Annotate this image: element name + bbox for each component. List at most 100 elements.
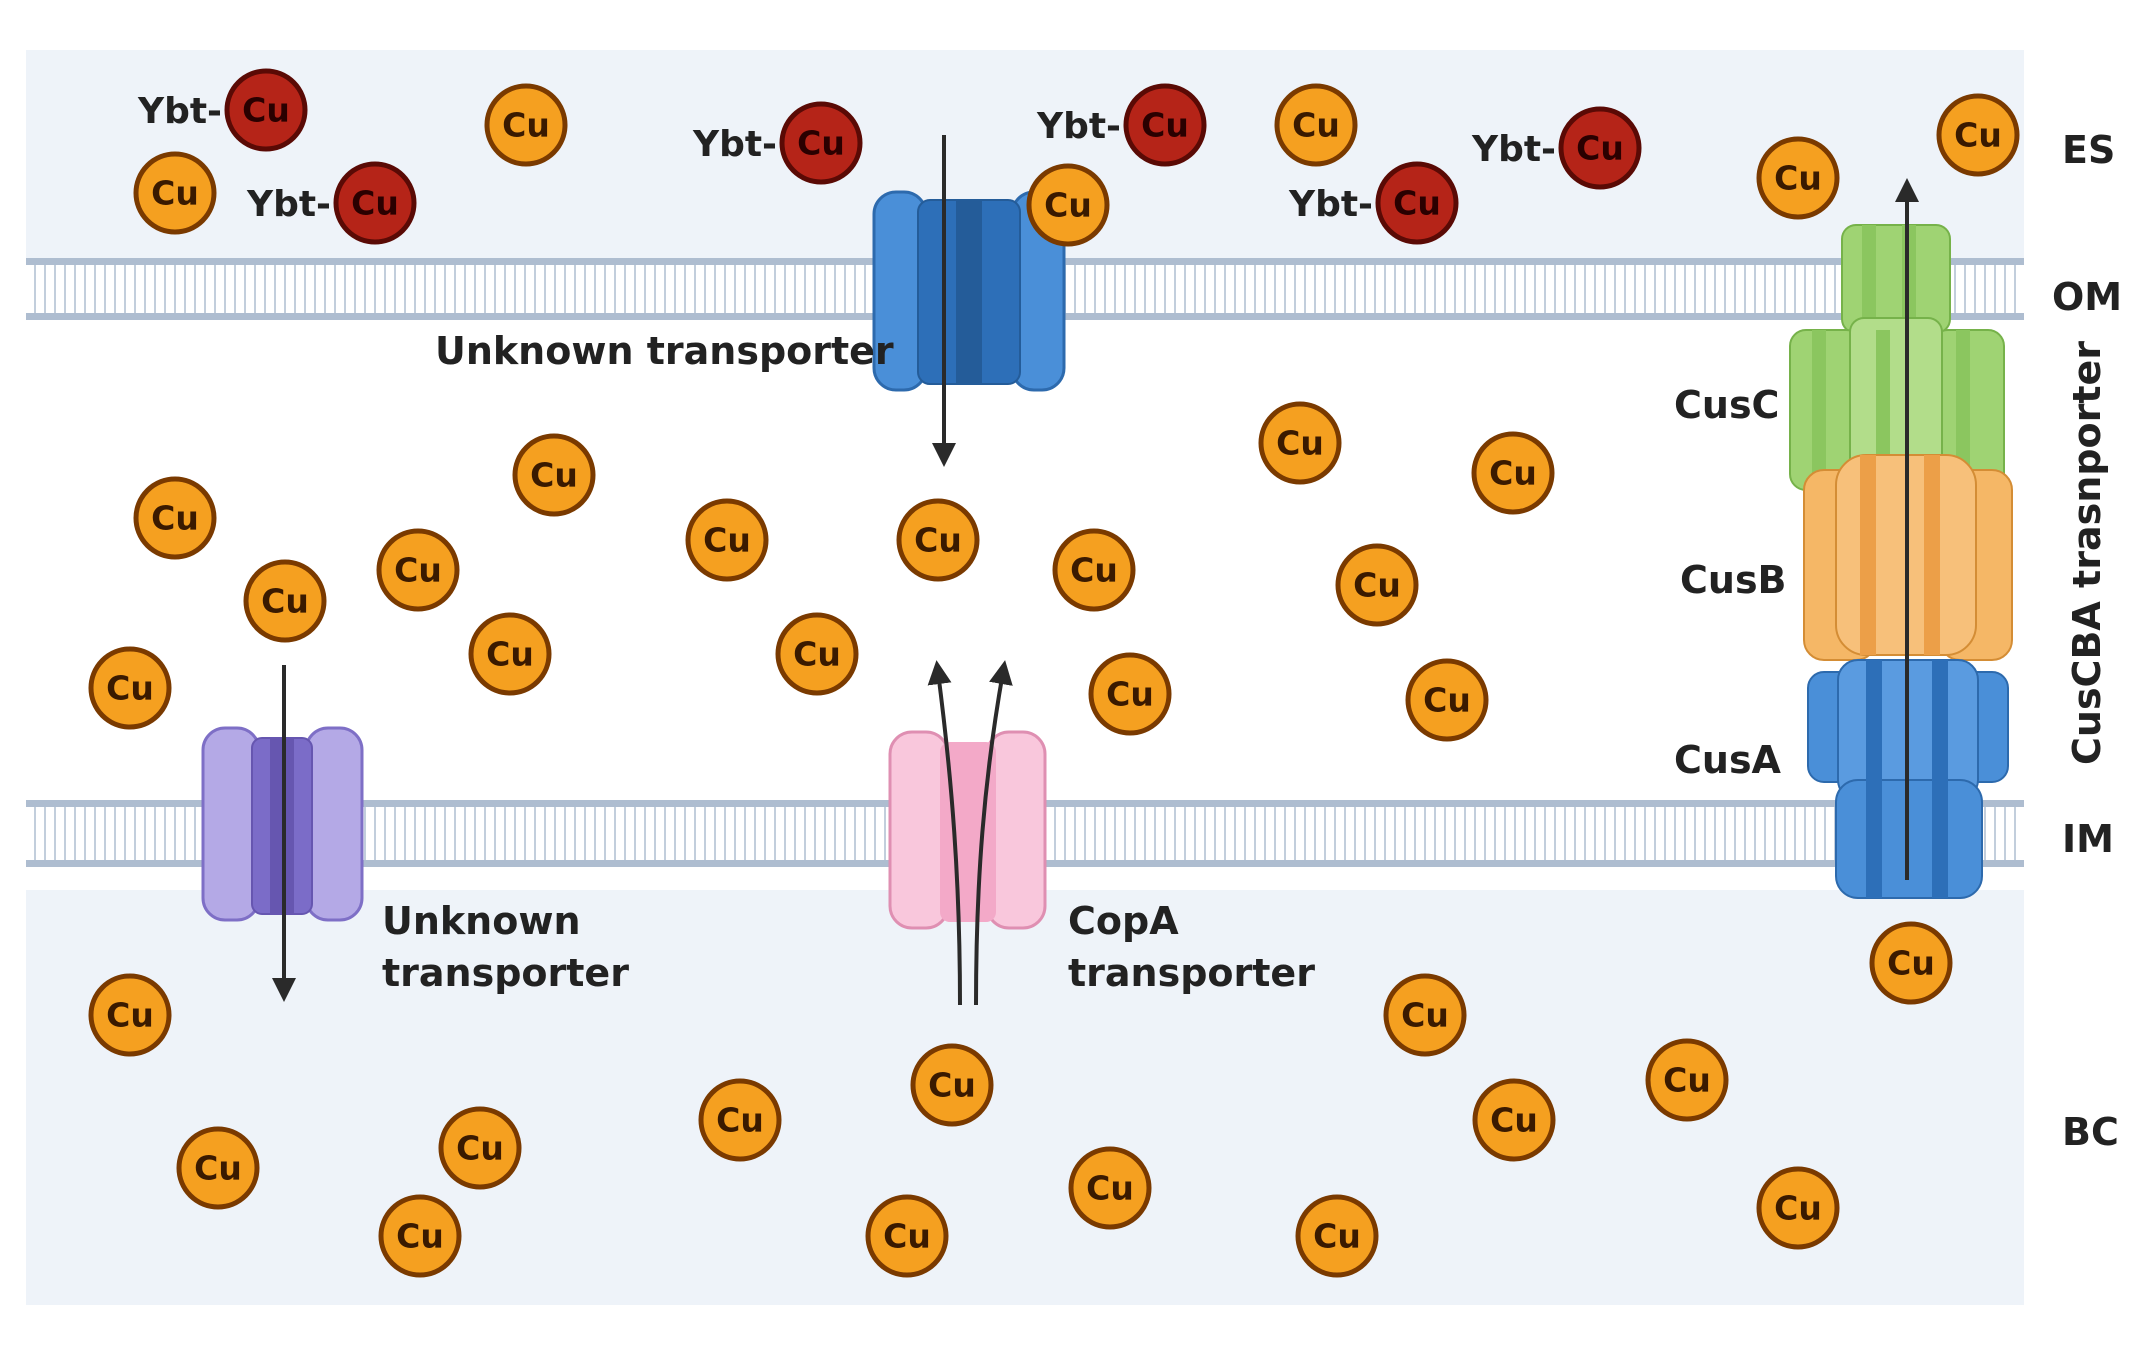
cu-ion-icon (685, 498, 769, 582)
cu-ion-label: Cu (530, 456, 578, 495)
cu-ion-icon (243, 559, 327, 643)
cu-ion-icon (1335, 543, 1419, 627)
cu-ion-icon (376, 528, 460, 612)
ybt-ligand-label: Ybt- (1471, 129, 1556, 170)
cu-ion-icon (1936, 93, 2020, 177)
cu-ion-icon (133, 151, 217, 235)
cu-ion-label: Cu (1490, 1101, 1538, 1140)
cu-ion-icon (1068, 1146, 1152, 1230)
label-unknown-transporter-bottom-1: Unknown (382, 899, 581, 943)
cu-ion-label: Cu (151, 174, 199, 213)
cu-ion-label: Cu (1141, 106, 1189, 145)
cu-ion-icon (484, 83, 568, 167)
cu-ion-icon (1645, 1038, 1729, 1122)
cu-ion-icon (438, 1106, 522, 1190)
cu-ion-label: Cu (703, 521, 751, 560)
cu-ion-label: Cu (486, 635, 534, 674)
cu-ion-label: Cu (242, 91, 290, 130)
cu-ion-label: Cu (1106, 675, 1154, 714)
label-copa-2: transporter (1068, 951, 1315, 995)
cu-ion-label: Cu (1663, 1061, 1711, 1100)
label-cusb: CusB (1680, 558, 1787, 602)
ybt-ligand-label: Ybt- (246, 184, 331, 225)
cu-ion-label: Cu (106, 669, 154, 708)
label-cuscba-vertical: CusCBA trasnporter (2065, 341, 2109, 765)
cu-ion-icon (896, 498, 980, 582)
cu-ion-label: Cu (1292, 106, 1340, 145)
cu-ion-label: Cu (797, 124, 845, 163)
cu-ion-label: Cu (1070, 551, 1118, 590)
cu-ion-label: Cu (351, 184, 399, 223)
ybt-ligand-label: Ybt- (1288, 184, 1373, 225)
cu-ion-icon (1471, 431, 1555, 515)
unknown-transporter-inner (201, 665, 364, 1002)
cu-ion-icon (775, 612, 859, 696)
cu-ion-label: Cu (1576, 129, 1624, 168)
cu-ion-label: Cu (1774, 159, 1822, 198)
ybt-ligand-label: Ybt- (692, 124, 777, 165)
cu-ion-label: Cu (1774, 1189, 1822, 1228)
cu-ion-label: Cu (716, 1101, 764, 1140)
region-label-om: OM (2052, 275, 2122, 319)
cu-ion-label: Cu (1401, 996, 1449, 1035)
cu-ion-icon (224, 68, 308, 152)
cu-ion-label: Cu (1887, 944, 1935, 983)
region-label-im: IM (2062, 817, 2114, 861)
cu-ion-label: Cu (106, 996, 154, 1035)
cu-ion-label: Cu (1044, 186, 1092, 225)
cu-ion-icon (1123, 83, 1207, 167)
label-unknown-transporter-top: Unknown transporter (435, 329, 894, 373)
cu-ion-label: Cu (883, 1217, 931, 1256)
cu-ion-icon (779, 101, 863, 185)
cu-ion-icon (512, 433, 596, 517)
cu-ion-label: Cu (502, 106, 550, 145)
cu-ion-label: Cu (456, 1129, 504, 1168)
periplasm-band (26, 340, 2024, 805)
cu-ion-icon (1383, 973, 1467, 1057)
cu-ion-icon (698, 1078, 782, 1162)
cu-ion-icon (1472, 1078, 1556, 1162)
cu-ion-label: Cu (396, 1217, 444, 1256)
ybt-ligand-label: Ybt- (1036, 106, 1121, 147)
cu-ion-icon (1869, 921, 1953, 1005)
cu-ion-icon (1274, 83, 1358, 167)
label-copa-1: CopA (1068, 899, 1179, 943)
cu-ion-label: Cu (1489, 454, 1537, 493)
cu-ion-icon (910, 1043, 994, 1127)
cu-ion-icon (1558, 106, 1642, 190)
ybt-ligand-label: Ybt- (137, 91, 222, 132)
cu-ion-label: Cu (1393, 184, 1441, 223)
cu-ion-icon (176, 1126, 260, 1210)
cu-ion-label: Cu (1954, 116, 2002, 155)
cu-ion-label: Cu (394, 551, 442, 590)
cu-ion-label: Cu (151, 499, 199, 538)
cu-ion-label: Cu (928, 1066, 976, 1105)
label-cusa: CusA (1674, 738, 1782, 782)
label-unknown-transporter-bottom-2: transporter (382, 951, 629, 995)
label-cusc: CusC (1674, 383, 1779, 427)
cu-ion-icon (865, 1194, 949, 1278)
cu-ion-icon (88, 646, 172, 730)
copa-transporter (888, 660, 1047, 1006)
cu-ion-label: Cu (914, 521, 962, 560)
cu-ion-icon (1026, 163, 1110, 247)
cu-ion-label: Cu (793, 635, 841, 674)
cu-ion-icon (88, 973, 172, 1057)
cu-ion-icon (1756, 136, 1840, 220)
cu-ion-label: Cu (194, 1149, 242, 1188)
cu-ion-icon (1295, 1194, 1379, 1278)
cu-ion-icon (468, 612, 552, 696)
cu-ion-label: Cu (261, 582, 309, 621)
cusc-protein (1789, 224, 2005, 495)
cu-ion-label: Cu (1276, 424, 1324, 463)
cu-ion-icon (1052, 528, 1136, 612)
cu-ion-label: Cu (1313, 1217, 1361, 1256)
cu-ion-label: Cu (1353, 566, 1401, 605)
cuscba-transporter (1789, 178, 2013, 899)
cu-ion-icon (378, 1194, 462, 1278)
cu-ion-label: Cu (1086, 1169, 1134, 1208)
cu-ion-icon (1405, 658, 1489, 742)
cu-ion-icon (1756, 1166, 1840, 1250)
